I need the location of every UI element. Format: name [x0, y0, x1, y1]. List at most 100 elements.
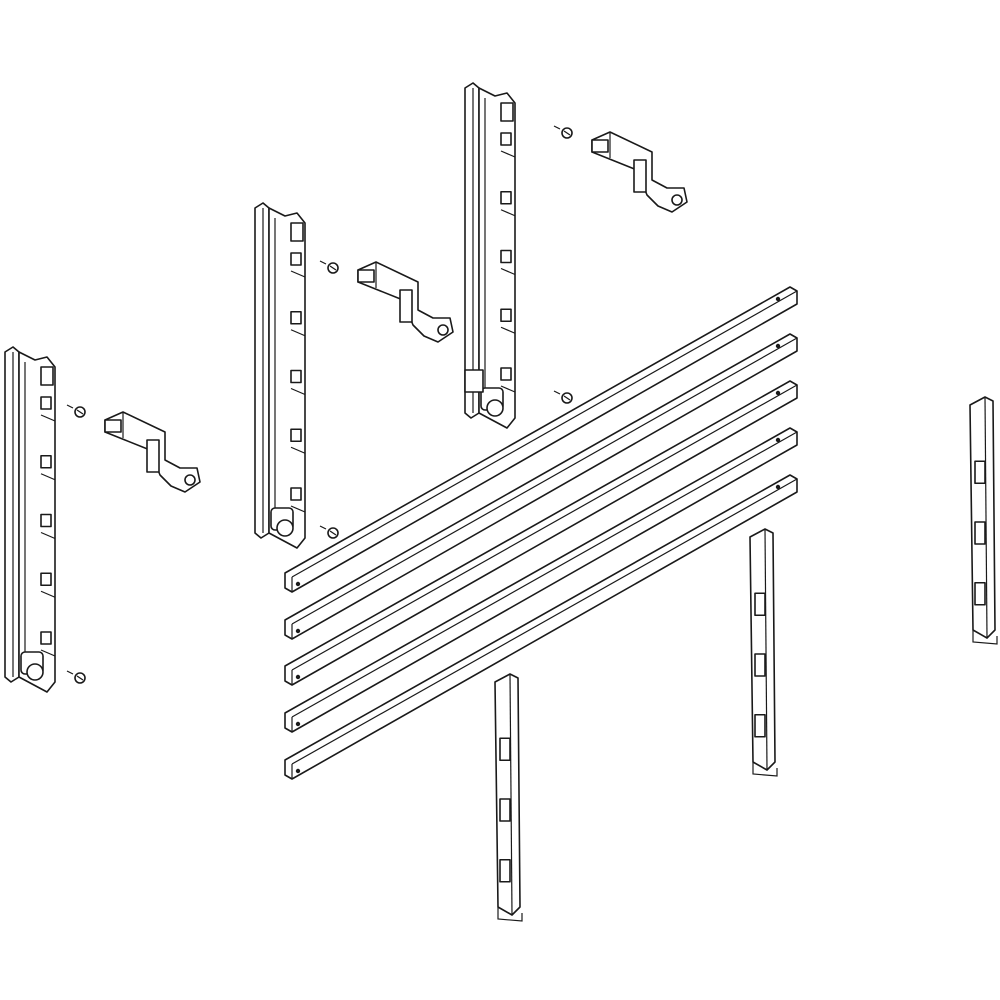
holder-edge [290, 446, 306, 454]
support-slot [754, 713, 766, 738]
busbar-edge [291, 384, 798, 671]
busbar-holder [4, 346, 56, 693]
connector-grid [146, 439, 160, 473]
holder-terminal-block [464, 369, 484, 393]
holder-slot [40, 513, 52, 528]
screw-slot [76, 409, 84, 415]
screw-icon [319, 525, 339, 539]
holder-slot [500, 190, 512, 205]
holder-slot [500, 132, 512, 146]
screw-icon [553, 125, 573, 139]
connector-hole [437, 324, 449, 336]
busbar [284, 286, 798, 593]
screw-thread [553, 125, 561, 130]
holder-edge [290, 505, 306, 513]
screw-slot [329, 530, 337, 536]
holder-slot [290, 369, 302, 384]
busbar-hole [295, 768, 301, 774]
holder-clamp-ring [486, 399, 504, 417]
screw-icon [66, 404, 86, 418]
holder-clamp-ring [26, 663, 44, 681]
busbar [284, 427, 798, 733]
holder-slot [290, 252, 302, 266]
support-slot [974, 521, 986, 545]
busbar-hole [775, 296, 781, 302]
holder-edge [40, 531, 56, 540]
busbar-holder [254, 202, 306, 549]
connector-tab [591, 139, 609, 153]
connector-hole [184, 474, 196, 486]
support-foot [497, 907, 523, 922]
screw-thread [66, 670, 74, 675]
holder-edge [40, 649, 56, 657]
holder-slot [40, 396, 52, 410]
busbar-support [749, 528, 778, 777]
support-slot [499, 798, 511, 822]
busbar [284, 333, 798, 640]
connector-tab [357, 269, 375, 283]
busbar-hole [295, 581, 301, 587]
busbar-hole [775, 390, 781, 396]
holder-edge [290, 270, 306, 278]
support-slot [499, 737, 511, 762]
busbar-connector [591, 131, 688, 213]
support-foot [752, 762, 778, 777]
holder-slot [500, 308, 512, 323]
holder-slot [40, 572, 52, 587]
support-edge [984, 396, 988, 639]
holder-top-tab [40, 366, 54, 386]
connector-grid [399, 289, 413, 323]
holder-edge [500, 326, 516, 334]
holder-edge [500, 150, 516, 158]
holder-top-tab [500, 102, 514, 122]
busbar-edge [291, 431, 798, 718]
holder-clamp-ring [276, 519, 294, 537]
holder-slot [40, 631, 52, 645]
holder-slot [40, 454, 52, 469]
holder-slot [290, 310, 302, 325]
screw-thread [66, 404, 74, 409]
holder-rail [254, 202, 270, 539]
holder-edge [40, 590, 56, 598]
busbar-edge [291, 337, 798, 625]
holder-body [478, 87, 516, 429]
holder-edge [40, 473, 56, 481]
holder-slot [290, 487, 302, 501]
busbar [284, 474, 798, 780]
screw-slot [76, 675, 84, 681]
support-slot [974, 460, 986, 485]
holder-top-tab [290, 222, 304, 242]
busbar-holder [464, 82, 516, 429]
busbar-support [494, 673, 523, 922]
busbar-support [969, 396, 998, 645]
holder-edge [290, 387, 306, 396]
holder-edge [500, 385, 516, 393]
holder-edge [500, 209, 516, 217]
busbar-hole [295, 721, 301, 727]
holder-rail [4, 346, 20, 683]
holder-slot [500, 249, 512, 264]
holder-slot [290, 428, 302, 443]
busbar-hole [295, 674, 301, 680]
connector-tab [104, 419, 122, 433]
support-edge [509, 673, 513, 916]
connector-grid [633, 159, 647, 193]
holder-edge [290, 329, 306, 337]
support-slot [754, 592, 766, 617]
busbar-edge [291, 478, 798, 765]
screw-slot [563, 395, 571, 401]
holder-edge [500, 267, 516, 276]
busbar-connector [357, 261, 454, 343]
busbar-hole [775, 437, 781, 443]
support-slot [499, 858, 511, 883]
screw-thread [319, 260, 327, 265]
holder-rail [464, 82, 480, 419]
support-edge [764, 528, 768, 771]
screw-slot [563, 130, 571, 136]
holder-edge [40, 414, 56, 422]
screw-thread [319, 525, 327, 530]
busbar-edge [291, 290, 798, 578]
busbar [284, 380, 798, 686]
